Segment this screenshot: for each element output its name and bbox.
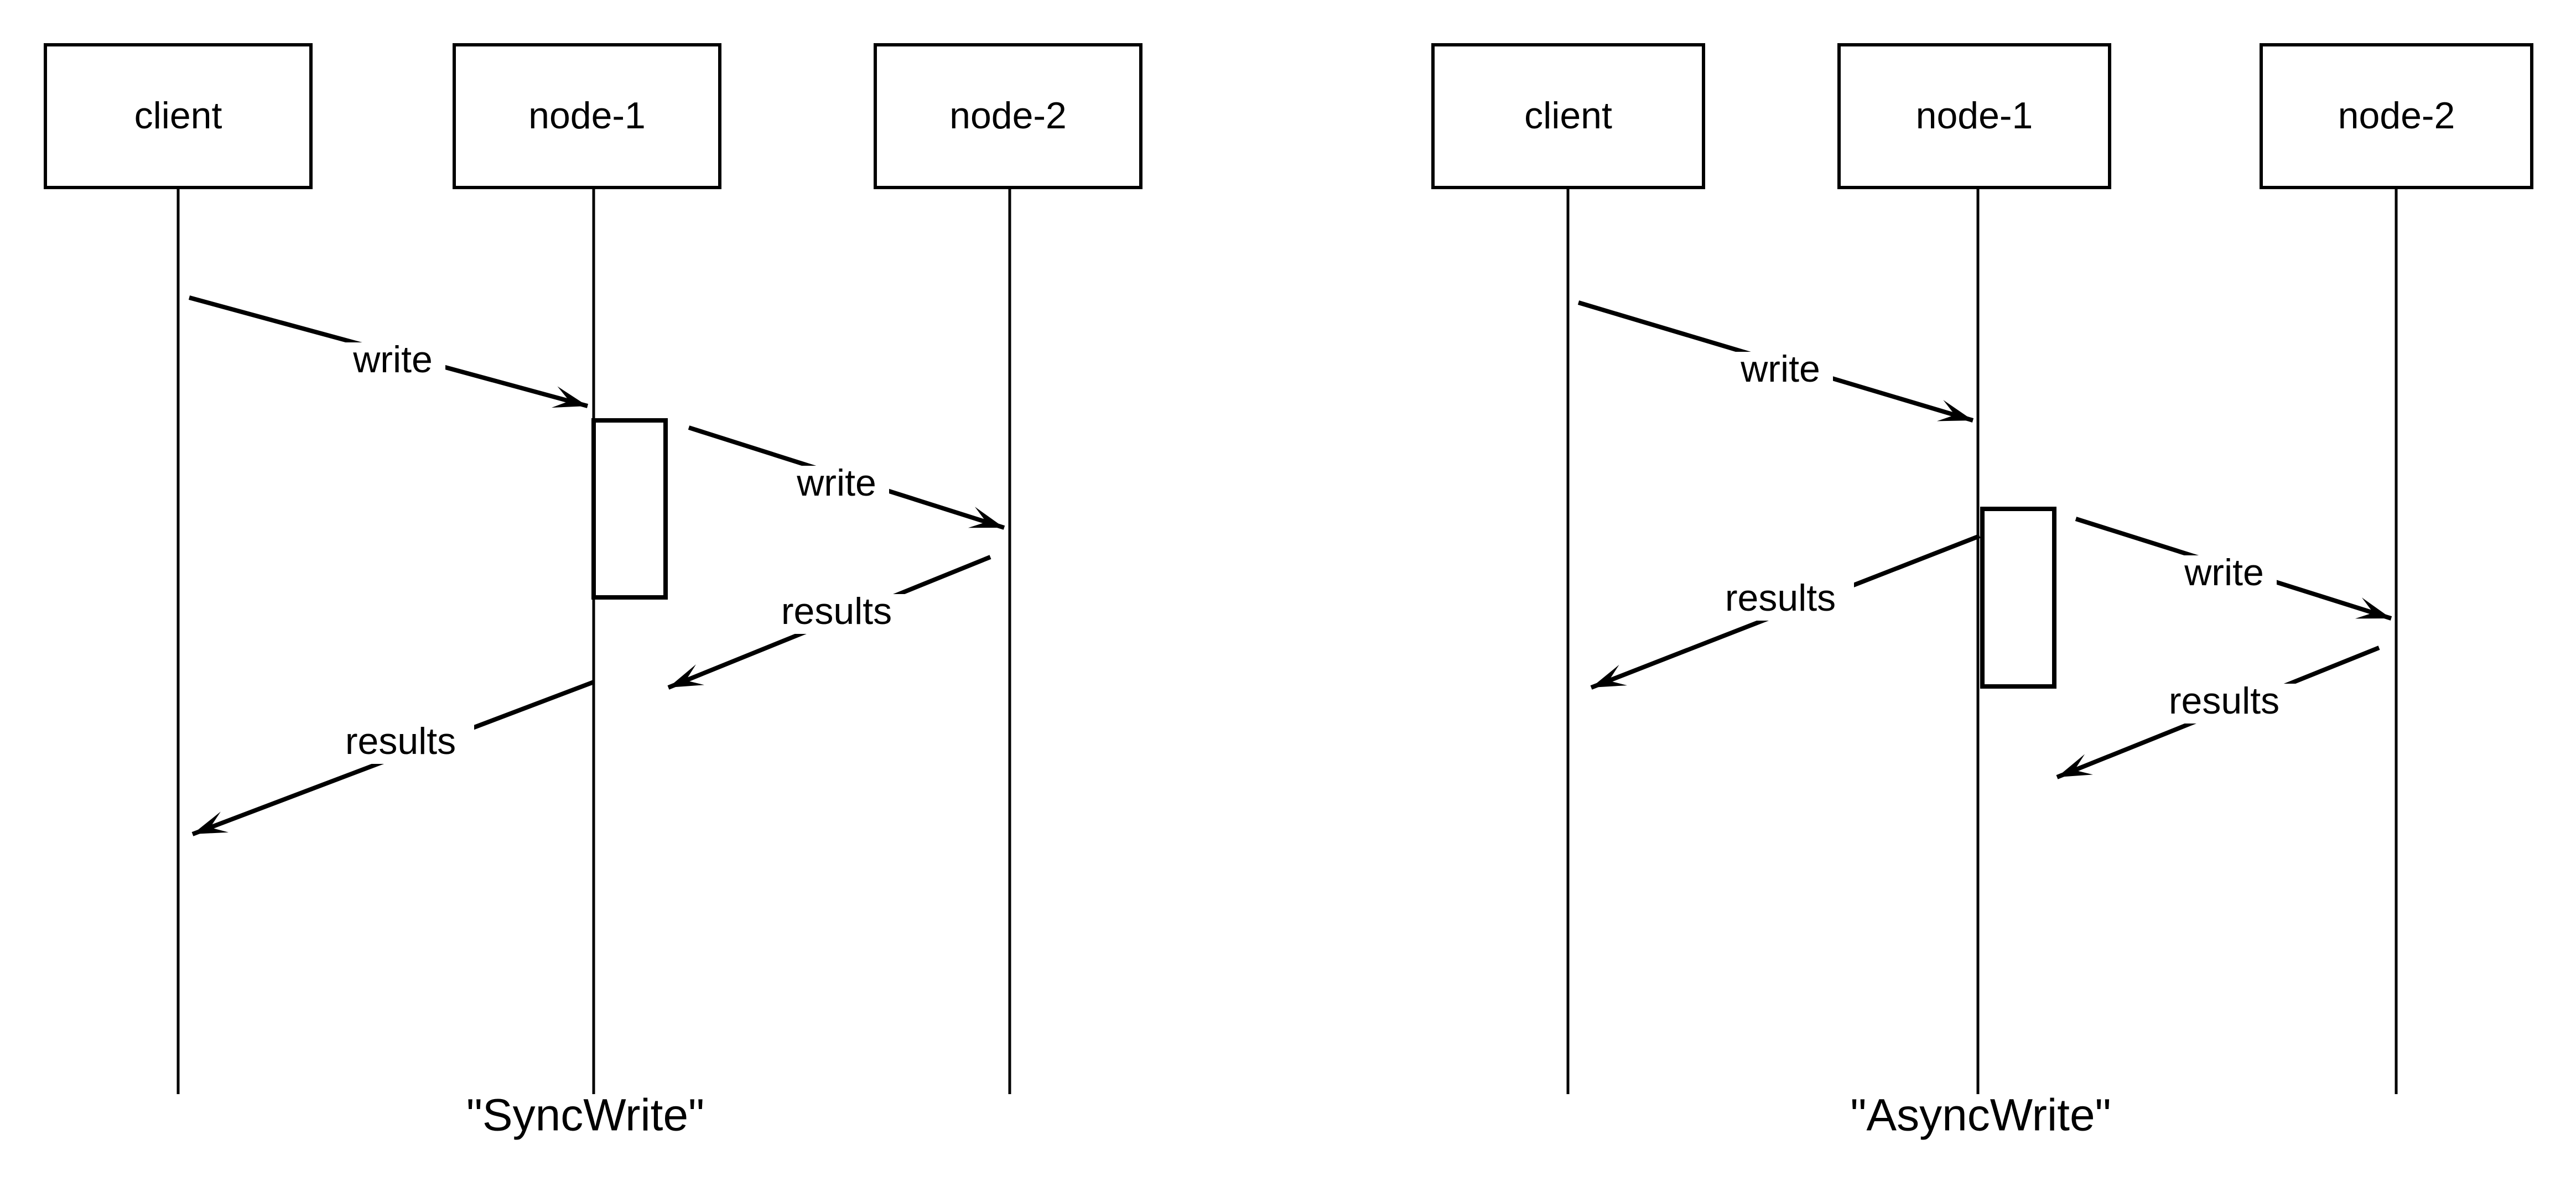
message-label-backdrop bbox=[784, 466, 889, 506]
participant-box-node-1[interactable] bbox=[453, 43, 721, 189]
participant-label-client: client bbox=[134, 95, 222, 137]
participant-box-client[interactable] bbox=[1431, 43, 1705, 189]
message-label-backdrop bbox=[2151, 684, 2298, 724]
participant-label-node-2: node-2 bbox=[2338, 95, 2455, 137]
message-label-backdrop bbox=[340, 342, 445, 382]
message-results-2: results bbox=[1590, 534, 1981, 690]
participant-node-1[interactable]: node-1 bbox=[1837, 43, 2111, 1094]
participant-client[interactable]: client bbox=[44, 43, 313, 1094]
message-arrowhead bbox=[668, 664, 704, 688]
message-label-write: write bbox=[352, 339, 433, 381]
message-label-backdrop bbox=[1728, 352, 1833, 392]
message-label-write: write bbox=[2184, 551, 2264, 594]
message-write-1: write bbox=[1577, 300, 1974, 423]
message-label-backdrop bbox=[327, 724, 474, 764]
message-results-3: results bbox=[667, 555, 991, 690]
message-label-results: results bbox=[1725, 577, 1836, 619]
participant-node-2[interactable]: node-2 bbox=[2260, 43, 2533, 1094]
message-label-results: results bbox=[2169, 680, 2279, 722]
participant-label-node-2: node-2 bbox=[949, 95, 1067, 137]
message-label-results: results bbox=[781, 590, 892, 632]
message-results-4: results bbox=[191, 680, 595, 836]
message-label-backdrop bbox=[1707, 581, 1854, 621]
participant-node-2[interactable]: node-2 bbox=[874, 43, 1142, 1094]
message-label-backdrop bbox=[763, 594, 910, 634]
message-arrowhead bbox=[1936, 400, 1973, 421]
participant-client[interactable]: client bbox=[1431, 43, 1705, 1094]
message-arrowhead bbox=[968, 507, 1004, 528]
participant-node-1[interactable]: node-1 bbox=[453, 43, 721, 1094]
diagram-2: client node-1 node-2 write results write resul… bbox=[1431, 43, 2533, 1141]
message-write-1: write bbox=[188, 295, 589, 408]
message-label-write: write bbox=[1740, 348, 1820, 390]
message-label-backdrop bbox=[2172, 555, 2277, 595]
message-arrowhead bbox=[193, 811, 229, 834]
participant-box-node-2[interactable] bbox=[2260, 43, 2533, 189]
message-label-write: write bbox=[796, 462, 876, 504]
participant-box-client[interactable] bbox=[44, 43, 313, 189]
participant-box-node-2[interactable] bbox=[874, 43, 1142, 189]
message-label-results: results bbox=[345, 720, 456, 762]
message-arrowhead bbox=[2057, 754, 2093, 777]
diagram-1: client node-1 node-2 write write results resul… bbox=[44, 43, 1142, 1141]
diagram-caption-1: "SyncWrite" bbox=[466, 1090, 704, 1141]
message-arrowhead bbox=[551, 386, 588, 408]
message-results-4: results bbox=[2056, 646, 2380, 779]
participant-label-client: client bbox=[1524, 95, 1612, 137]
message-arrowhead bbox=[1591, 664, 1628, 688]
activation-box-node-1 bbox=[591, 418, 668, 600]
message-arrowhead bbox=[2355, 597, 2391, 619]
participant-label-node-1: node-1 bbox=[1916, 95, 2033, 137]
participant-box-node-1[interactable] bbox=[1837, 43, 2111, 189]
diagram-caption-2: "AsyncWrite" bbox=[1850, 1090, 2111, 1141]
message-write-2: write bbox=[688, 425, 1005, 530]
message-write-3: write bbox=[2075, 517, 2392, 621]
activation-box-node-1 bbox=[1980, 507, 2056, 689]
participant-label-node-1: node-1 bbox=[528, 95, 646, 137]
